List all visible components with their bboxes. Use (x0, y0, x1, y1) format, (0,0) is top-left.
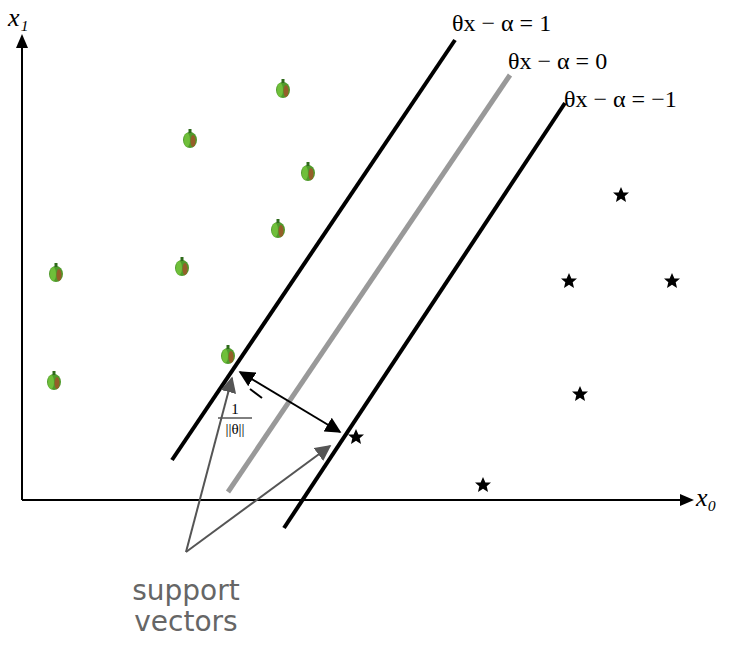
leader-line (186, 378, 232, 552)
axis-label: x₀ (696, 484, 717, 513)
x-axis (22, 499, 684, 501)
fraction-bar (218, 418, 252, 419)
equation-label: θx − α = −1 (564, 86, 677, 112)
y-axis (21, 42, 23, 500)
equation-label: θx − α = 1 (452, 10, 551, 36)
margin-tick (250, 389, 262, 398)
margin-arrow (240, 372, 340, 432)
decision-line (228, 75, 510, 492)
fraction-numerator: 1 (231, 401, 239, 418)
leader-line (186, 446, 330, 552)
callout-text: support vectors (116, 576, 256, 638)
fraction-denominator: ||θ|| (225, 421, 244, 438)
equation-label: θx − α = 0 (508, 48, 607, 74)
axis-label: x₁ (8, 4, 29, 33)
margin-line (172, 40, 455, 460)
margin-line (284, 103, 565, 528)
